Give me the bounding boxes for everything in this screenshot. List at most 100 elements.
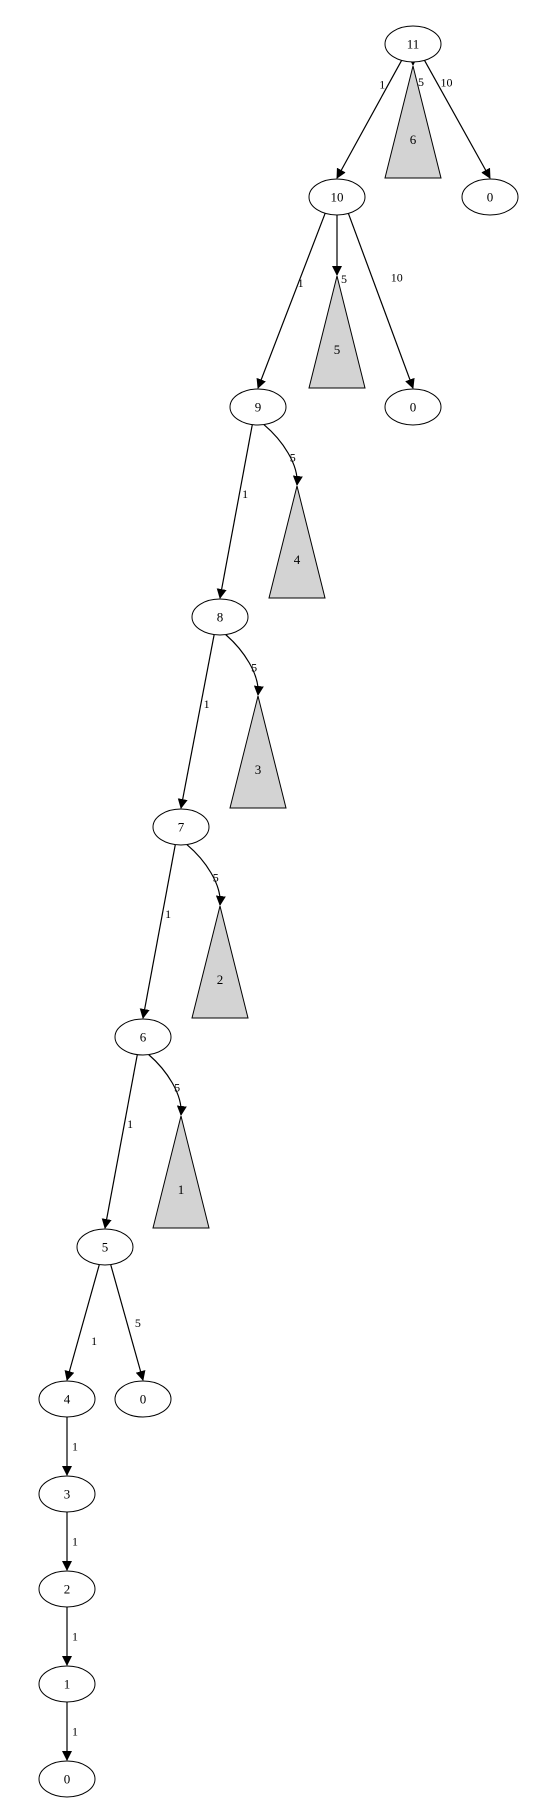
edge-n7-to-t2: 5: [186, 844, 226, 906]
node-label: 0: [410, 400, 417, 415]
ellipse-shape: [38, 1380, 96, 1418]
ellipse-shape: [384, 388, 442, 426]
edge-label: 5: [251, 660, 257, 674]
edge-line: [225, 634, 264, 696]
node-label: 8: [217, 610, 224, 625]
edge-label: 5: [290, 450, 296, 464]
ellipse-shape: [38, 1665, 96, 1703]
edge-n7-to-n6: 1: [139, 844, 176, 1019]
ellipse-shape: [229, 388, 287, 426]
node-label: 9: [255, 400, 262, 415]
node-label: 3: [64, 1487, 71, 1502]
ellipse-shape: [384, 25, 442, 63]
node-label: 0: [487, 190, 494, 205]
ellipse-shape: [114, 1018, 172, 1056]
node-n7: 7: [152, 808, 210, 846]
node-n11: 11: [384, 25, 442, 63]
triangle-shape: [308, 275, 366, 389]
node-n10: 10: [308, 178, 366, 216]
edge-label: 10: [441, 75, 453, 89]
subtree-triangle-t4: 4: [268, 485, 326, 599]
node-n9: 9: [229, 388, 287, 426]
node-label: 1: [64, 1677, 71, 1692]
node-n3: 3: [38, 1475, 96, 1513]
subtree-triangle-t2: 2: [191, 905, 249, 1019]
node-n1: 1: [38, 1665, 96, 1703]
ellipse-shape: [38, 1760, 96, 1798]
edge-label: 1: [165, 907, 171, 921]
edge-n10-to-z10: 10: [347, 213, 415, 389]
node-z10: 0: [384, 388, 442, 426]
edge-n1-to-n0: 1: [62, 1702, 78, 1761]
ellipse-shape: [461, 178, 519, 216]
edge-n5-to-z5: 5: [110, 1264, 146, 1381]
edge-label: 1: [298, 276, 304, 290]
node-label: 10: [331, 190, 344, 205]
triangle-shape: [152, 1115, 210, 1229]
edge-n4-to-n3: 1: [62, 1417, 78, 1476]
edge-line: [336, 60, 403, 179]
edge-n10-to-t5: 5: [332, 215, 347, 286]
node-label: 2: [64, 1582, 71, 1597]
edge-label: 1: [72, 1440, 78, 1454]
edge-label: 1: [204, 697, 210, 711]
edge-line: [177, 634, 215, 809]
triangle-shape: [268, 485, 326, 599]
triangle-shape: [384, 65, 442, 179]
edge-n8-to-n7: 1: [177, 634, 215, 809]
edge-line: [263, 424, 303, 486]
edge-label: 1: [72, 1630, 78, 1644]
edge-label: 1: [72, 1535, 78, 1549]
ellipse-shape: [114, 1380, 172, 1418]
edge-label: 1: [91, 1334, 97, 1348]
edge-n5-to-n4: 1: [64, 1264, 100, 1381]
edge-line: [101, 1054, 138, 1229]
edge-label: 5: [135, 1316, 141, 1330]
edge-label: 10: [391, 270, 403, 284]
node-label: 0: [64, 1772, 71, 1787]
edge-n9-to-n8: 1: [216, 424, 253, 599]
subtree-triangle-t6: 6: [384, 65, 442, 179]
subtree-triangle-t1: 1: [152, 1115, 210, 1229]
edge-label: 1: [127, 1117, 133, 1131]
edge-n11-to-z11: 10: [424, 60, 491, 179]
edge-line: [424, 60, 491, 179]
edge-line: [186, 844, 226, 906]
node-label: 5: [334, 342, 341, 357]
node-z11: 0: [461, 178, 519, 216]
ellipse-shape: [191, 598, 249, 636]
edge-n10-to-n9: 1: [256, 213, 326, 389]
node-n2: 2: [38, 1570, 96, 1608]
node-label: 11: [407, 37, 420, 52]
node-label: 1: [178, 1182, 185, 1197]
node-label: 3: [255, 762, 262, 777]
node-n6: 6: [114, 1018, 172, 1056]
edge-n3-to-n2: 1: [62, 1512, 78, 1571]
subtree-triangle-t3: 3: [229, 695, 287, 809]
triangle-shape: [191, 905, 249, 1019]
edge-label: 5: [174, 1080, 180, 1094]
edge-line: [148, 1054, 187, 1116]
edge-label: 5: [341, 272, 347, 286]
edge-label: 5: [418, 75, 424, 89]
node-label: 4: [294, 552, 301, 567]
edge-line: [256, 213, 326, 389]
ellipse-shape: [308, 178, 366, 216]
node-n8: 8: [191, 598, 249, 636]
subtree-triangle-t5: 5: [308, 275, 366, 389]
ellipse-shape: [38, 1475, 96, 1513]
triangle-shape: [229, 695, 287, 809]
edge-line: [347, 213, 415, 389]
node-label: 2: [217, 972, 224, 987]
ellipse-shape: [152, 808, 210, 846]
edge-n9-to-t4: 5: [263, 424, 303, 486]
ellipse-shape: [38, 1570, 96, 1608]
node-n4: 4: [38, 1380, 96, 1418]
edge-label: 1: [379, 77, 385, 91]
node-label: 4: [64, 1392, 71, 1407]
node-label: 0: [140, 1392, 147, 1407]
node-label: 5: [102, 1240, 109, 1255]
edge-label: 5: [213, 870, 219, 884]
node-n5: 5: [76, 1228, 134, 1266]
